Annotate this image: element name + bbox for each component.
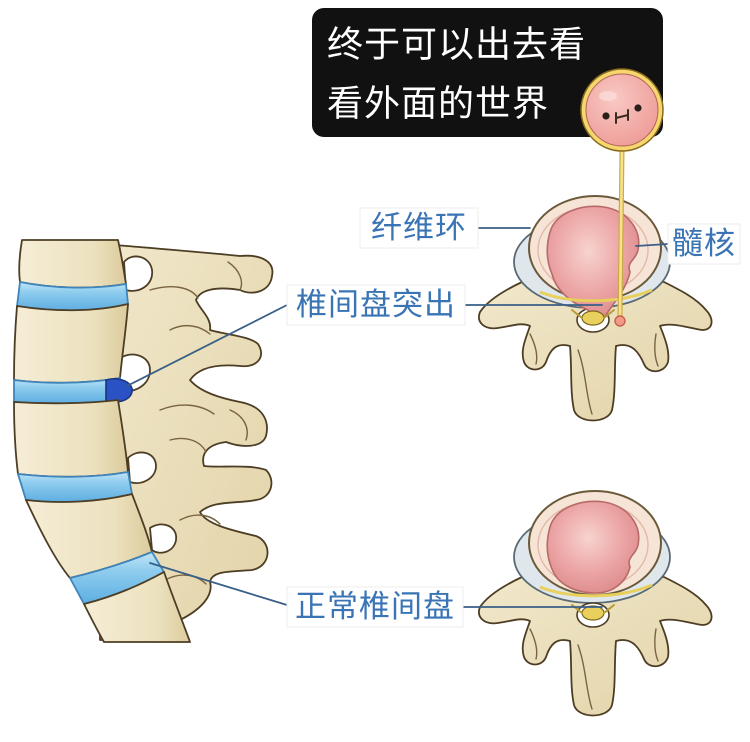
nucleus-label-box <box>667 223 741 265</box>
herniation-label: 椎间盘突出 <box>296 287 456 323</box>
nucleus-label: 髓核 <box>672 226 736 262</box>
ligament-line <box>539 288 653 303</box>
character-eye-right <box>634 104 642 112</box>
leader-lines <box>126 227 669 608</box>
herniation-label-box <box>286 284 466 326</box>
process-contours <box>149 261 248 585</box>
herniated-vertebra-top-view <box>478 195 713 422</box>
bubble-line-2: 看外面的世界 <box>327 84 549 125</box>
bubble-line-1: 终于可以出去看 <box>327 25 586 66</box>
character-body <box>585 73 659 147</box>
nucleus-leader <box>635 243 669 247</box>
vertebral-body-3 <box>13 399 129 478</box>
nucleus-character <box>580 68 664 152</box>
herniated-disc-bulge <box>105 378 133 403</box>
normal-label: 正常椎间盘 <box>295 589 455 625</box>
spinal-cord <box>581 310 605 326</box>
nerve-roots <box>571 309 615 319</box>
intervertebral-foramina <box>117 255 177 554</box>
normal-nucleus <box>546 500 640 594</box>
character-connector <box>614 147 626 327</box>
speech-bubble: 终于可以出去看 看外面的世界 <box>312 8 663 137</box>
bubble-background <box>312 8 663 137</box>
character-eye-left <box>602 112 610 120</box>
herniation-point-dot <box>614 315 626 327</box>
ligament-line-normal <box>539 583 653 598</box>
normal-leader-left <box>149 562 288 606</box>
annulus-label: 纤维环 <box>371 210 467 246</box>
vertebral-body-1 <box>18 239 127 289</box>
annulus-label-box <box>359 207 479 249</box>
spinal-cord-normal <box>581 605 605 621</box>
vertebral-body-2 <box>13 303 129 384</box>
spine-side-view <box>13 239 274 643</box>
character-mouth <box>615 109 629 124</box>
vertebral-body-5 <box>83 571 191 643</box>
herniation-leader-left <box>126 304 288 387</box>
normal-label-box <box>286 586 464 628</box>
normal-vertebra-top-view <box>478 490 713 717</box>
labels: 纤维环 髓核 椎间盘突出 正常椎间盘 <box>286 207 741 628</box>
